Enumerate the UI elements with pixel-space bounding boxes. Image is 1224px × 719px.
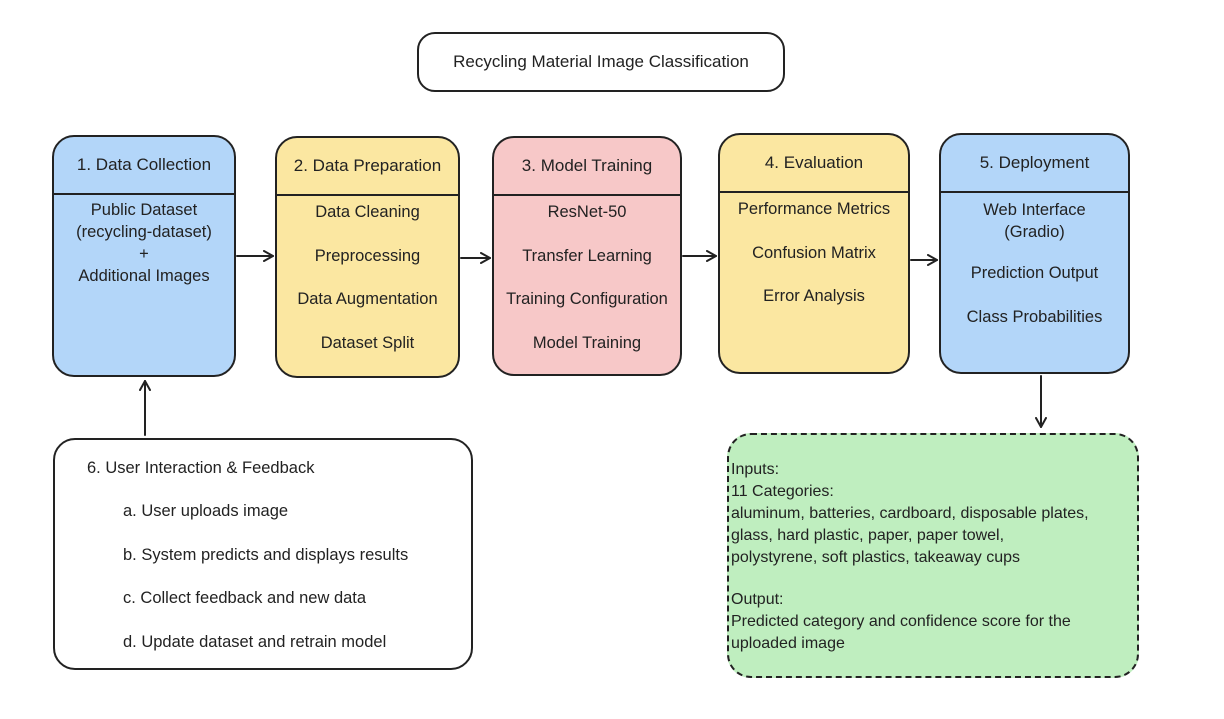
output-line: Predicted category and confidence score … [731,613,1071,630]
stage-item: Dataset Split [320,333,415,352]
stage-item: Class Probabilities [966,307,1103,326]
stage-heading: 5. Deployment [941,135,1128,193]
stage-item: Model Training [532,333,642,352]
stage-item: Web Interface (Gradio) [983,201,1086,241]
stage-item: Data Augmentation [297,290,438,308]
stage-item: Prediction Output [970,264,1099,282]
stage-heading: 2. Data Preparation [277,138,458,196]
stage-item: Preprocessing [314,246,421,265]
inputs-label: Inputs: [731,461,780,478]
stage-item: ResNet-50 [547,203,627,221]
stage-item: Public Dataset (recycling-dataset) + Add… [76,201,212,285]
stage-heading: 3. Model Training [494,138,680,196]
feedback-step: c. Collect feedback and new data [123,589,367,607]
stage-heading: 4. Evaluation [720,135,908,193]
feedback-step: b. System predicts and displays results [123,545,409,564]
categories-label: 11 Categories: [731,483,834,500]
stage-item: Training Configuration [506,290,668,308]
stage-data-preparation: 2. Data Preparation Data Cleaning Prepro… [275,136,460,378]
feedback-step: d. Update dataset and retrain model [123,632,387,651]
diagram-title: Recycling Material Image Classification [417,32,785,92]
categories-line: aluminum, batteries, cardboard, disposab… [731,505,1089,522]
stage-item: Data Cleaning [315,203,420,221]
stage-item: Transfer Learning [522,246,652,265]
stage-model-training: 3. Model Training ResNet-50 Transfer Lea… [492,136,682,376]
stage-deployment: 5. Deployment Web Interface (Gradio) Pre… [939,133,1130,374]
categories-line: polystyrene, soft plastics, takeaway cup… [731,549,1021,566]
stage-item: Performance Metrics [737,200,891,218]
stage-item: Confusion Matrix [752,243,876,262]
feedback-step: a. User uploads image [123,502,289,520]
stage-heading: 1. Data Collection [54,137,234,195]
categories-line: glass, hard plastic, paper, paper towel, [731,527,1005,544]
stage-data-collection: 1. Data Collection Public Dataset (recyc… [52,135,236,377]
feedback-box: 6. User Interaction & Feedback a. User u… [53,438,473,670]
io-box: Inputs: 11 Categories: aluminum, batteri… [727,433,1139,678]
stage-item: Error Analysis [763,287,865,305]
output-line: uploaded image [731,635,845,652]
feedback-title: 6. User Interaction & Feedback [87,459,315,477]
stage-evaluation: 4. Evaluation Performance Metrics Confus… [718,133,910,374]
output-label: Output: [731,591,784,608]
